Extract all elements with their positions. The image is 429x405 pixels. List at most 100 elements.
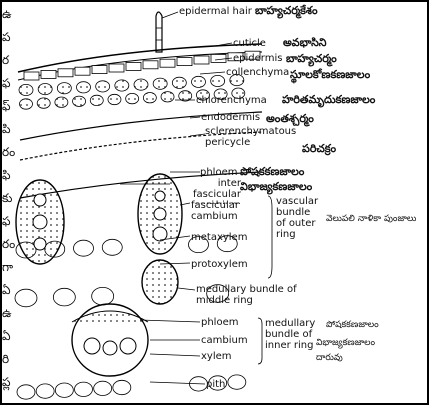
tissue-cell: [126, 93, 139, 103]
epidermis-cell: [58, 69, 73, 77]
label-epidermis: epidermis: [233, 53, 282, 64]
epidermis-cell: [24, 72, 39, 80]
tissue-cell: [57, 83, 71, 94]
epidermis-cell: [160, 59, 175, 67]
tissue-cell: [211, 75, 225, 86]
margin-glyph: రం: [2, 237, 15, 251]
telugu-epidermis: బాహ్యచర్మం: [286, 52, 337, 67]
label-phloem-outer: phloem: [200, 167, 237, 178]
epidermis-cell: [109, 64, 124, 72]
epidermis-cell: [41, 70, 56, 78]
tissue-cell: [90, 95, 103, 105]
margin-glyph: గా: [2, 260, 13, 274]
tissue-cell: [38, 84, 52, 95]
tissue-cell: [143, 93, 156, 103]
tissue-cell: [161, 92, 174, 102]
telugu-outer-ring: వెలుపలి నాళికా పుంజాలు: [326, 214, 422, 242]
margin-glyph: ఫ: [2, 76, 11, 90]
label-medullary-bundle-inner-ring: medullary bundle of inner ring: [265, 318, 321, 358]
tissue-cell: [172, 77, 186, 88]
tissue-cell: [73, 96, 86, 106]
label-metaxylem: metaxylem: [191, 232, 247, 243]
label-sclerenchymatous-pericycle: sclerenchymatous pericycle: [205, 126, 305, 156]
label-pith: pith: [206, 379, 225, 390]
margin-glyph: ఏ: [2, 283, 11, 297]
tissue-cell: [113, 380, 131, 394]
tissue-cell: [115, 80, 129, 91]
tissue-cell: [37, 98, 50, 108]
label-epidermal-hair: epidermal hair: [179, 6, 253, 17]
tissue-cell: [55, 97, 68, 107]
epidermis-cell: [143, 61, 158, 69]
label-chlorenchyma: chlorenchyma: [196, 95, 267, 106]
label-phloem-inner: phloem: [201, 317, 238, 328]
label-xylem-inner: xylem: [201, 351, 232, 362]
label-vascular-bundle-outer-ring: vascular bundle of outer ring: [276, 196, 322, 242]
telugu-cambium: విభాజ్యకణజాలం: [240, 180, 313, 195]
tissue-cell: [108, 94, 121, 104]
epidermis-cell: [92, 66, 107, 74]
tissue-cell: [134, 79, 148, 90]
epidermis-cell: [126, 62, 141, 70]
margin-glyph: ర: [2, 53, 10, 67]
tissue-cell: [153, 78, 167, 89]
epidermis-cell: [194, 56, 209, 64]
tissue-cell: [96, 81, 110, 92]
margin-glyph: ఏ: [2, 329, 11, 343]
outer-vascular-bundles: [16, 174, 182, 264]
margin-glyph: ఫ్: [2, 99, 11, 113]
margin-glyph: ఫ: [2, 214, 11, 228]
inner-medullary-bundles: [72, 304, 148, 376]
tissue-cell: [192, 76, 206, 87]
telugu-chlorenchyma: హరితమృదుకణజాలం: [282, 93, 376, 108]
margin-glyph: రం: [2, 145, 15, 159]
middle-medullary-bundle: [142, 260, 178, 304]
epidermis-cell: [75, 67, 90, 75]
telugu-epidermal-hair: బాహ్యచర్మకేశం: [255, 4, 318, 19]
epidermis-cell: [177, 58, 192, 66]
tissue-cell: [36, 384, 54, 398]
label-endodermis: endodermis: [201, 112, 260, 123]
tissue-cell: [20, 99, 33, 109]
tissue-cell: [15, 289, 37, 307]
tissue-cell: [228, 375, 246, 389]
margin-glyph: ప: [2, 30, 11, 44]
epidermal-hair-shape: [156, 12, 162, 52]
telugu-collenchyma: స్థూలకోణకణజాలం: [290, 68, 371, 84]
margin-glyph: కు: [2, 191, 12, 205]
telugu-inner-phloem: పోషకకణజాలం: [326, 320, 379, 330]
margin-glyph: ఫి: [2, 168, 11, 182]
telugu-inner-xylem: దారువు: [316, 353, 343, 363]
tissue-cell: [55, 383, 73, 397]
tissue-cell: [75, 382, 93, 396]
label-cuticle: cuticle: [233, 38, 266, 49]
telugu-pericycle: పరిచక్రం: [302, 142, 336, 156]
tissue-cell: [74, 240, 94, 256]
tissue-cell: [17, 385, 35, 399]
tissue-cell: [102, 239, 122, 255]
margin-glyph: ఉ: [2, 306, 12, 320]
margin-glyph: ప్ల: [2, 375, 11, 391]
margin-glyph: రి: [2, 352, 9, 366]
margin-glyph: పి: [2, 122, 11, 136]
epidermis-cells: [24, 51, 260, 80]
label-fascicular-cambium: fascicular cambium: [191, 200, 263, 226]
epidermis-cell: [211, 54, 226, 62]
tissue-cell: [92, 287, 114, 305]
tissue-cell: [53, 288, 75, 306]
telugu-inner-cambium: విభాజ్యకణజాలం: [316, 338, 376, 349]
label-protoxylem: protoxylem: [191, 259, 248, 270]
label-collenchyma: collenchyma: [226, 67, 289, 78]
tissue-cell: [94, 381, 112, 395]
tissue-cell: [179, 91, 192, 101]
telugu-phloem: పోషకకణజాలం: [240, 165, 305, 178]
tissue-cell: [77, 82, 91, 93]
label-medullary-bundle-middle-ring: medullary bundle of middle ring: [196, 284, 306, 310]
margin-glyph: ఉ: [2, 7, 12, 21]
tissue-cell: [19, 84, 33, 95]
telugu-cuticle: అవభాసిని: [283, 36, 327, 49]
telugu-endodermis: అంతశ్చర్మం: [266, 112, 314, 127]
label-cambium-inner: cambium: [201, 335, 248, 346]
